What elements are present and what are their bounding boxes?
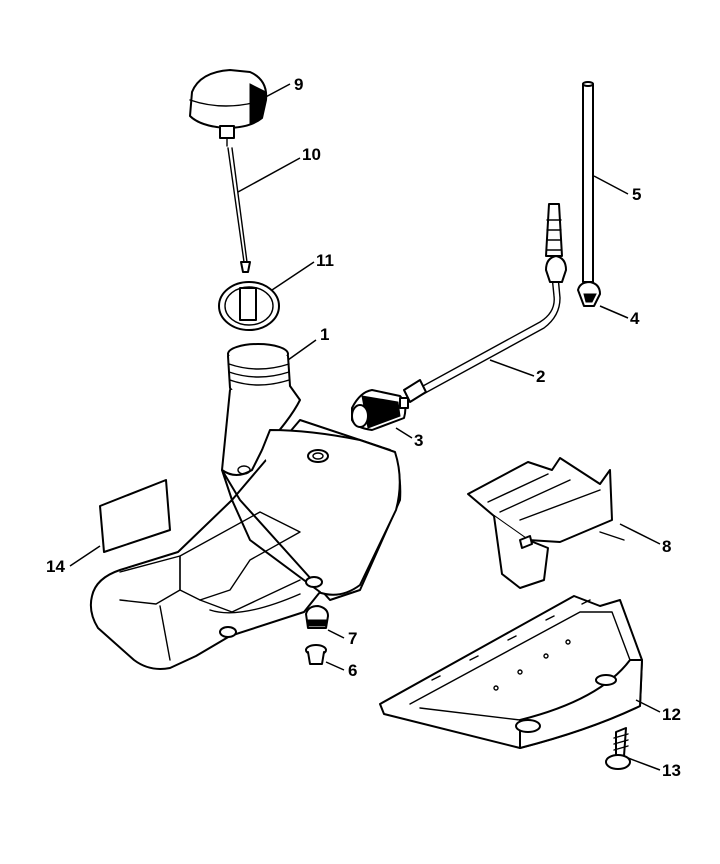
label-plate bbox=[99, 479, 171, 553]
callout-label-9: 9 bbox=[294, 75, 303, 94]
bottom-plate bbox=[379, 595, 643, 749]
fuel-cap bbox=[189, 69, 268, 147]
callout-label-14: 14 bbox=[46, 557, 65, 576]
callout-label-13: 13 bbox=[662, 761, 681, 780]
callout-label-6: 6 bbox=[348, 661, 357, 680]
callout-labels: 9 10 11 1 2 3 5 4 8 7 6 12 13 14 bbox=[46, 75, 681, 780]
retaining-cord bbox=[227, 147, 251, 273]
mounting-bracket bbox=[467, 457, 625, 589]
callout-label-11: 11 bbox=[316, 251, 334, 270]
screw bbox=[605, 727, 631, 770]
leader-lines bbox=[69, 83, 661, 771]
callout-label-4: 4 bbox=[630, 309, 640, 328]
vent-tube bbox=[582, 81, 594, 283]
callout-label-10: 10 bbox=[302, 145, 321, 164]
fuel-tank bbox=[89, 343, 402, 670]
tank-vent bbox=[577, 281, 601, 307]
grommet bbox=[305, 605, 329, 629]
fuel-filter bbox=[351, 389, 409, 431]
callout-label-3: 3 bbox=[414, 431, 423, 450]
callout-label-2: 2 bbox=[536, 367, 545, 386]
retaining-ring bbox=[218, 281, 280, 331]
callout-label-12: 12 bbox=[662, 705, 681, 724]
callout-label-7: 7 bbox=[348, 629, 357, 648]
plug bbox=[305, 644, 327, 665]
suction-hose bbox=[403, 203, 567, 403]
callout-label-1: 1 bbox=[320, 325, 329, 344]
callout-label-8: 8 bbox=[662, 537, 671, 556]
callout-label-5: 5 bbox=[632, 185, 641, 204]
